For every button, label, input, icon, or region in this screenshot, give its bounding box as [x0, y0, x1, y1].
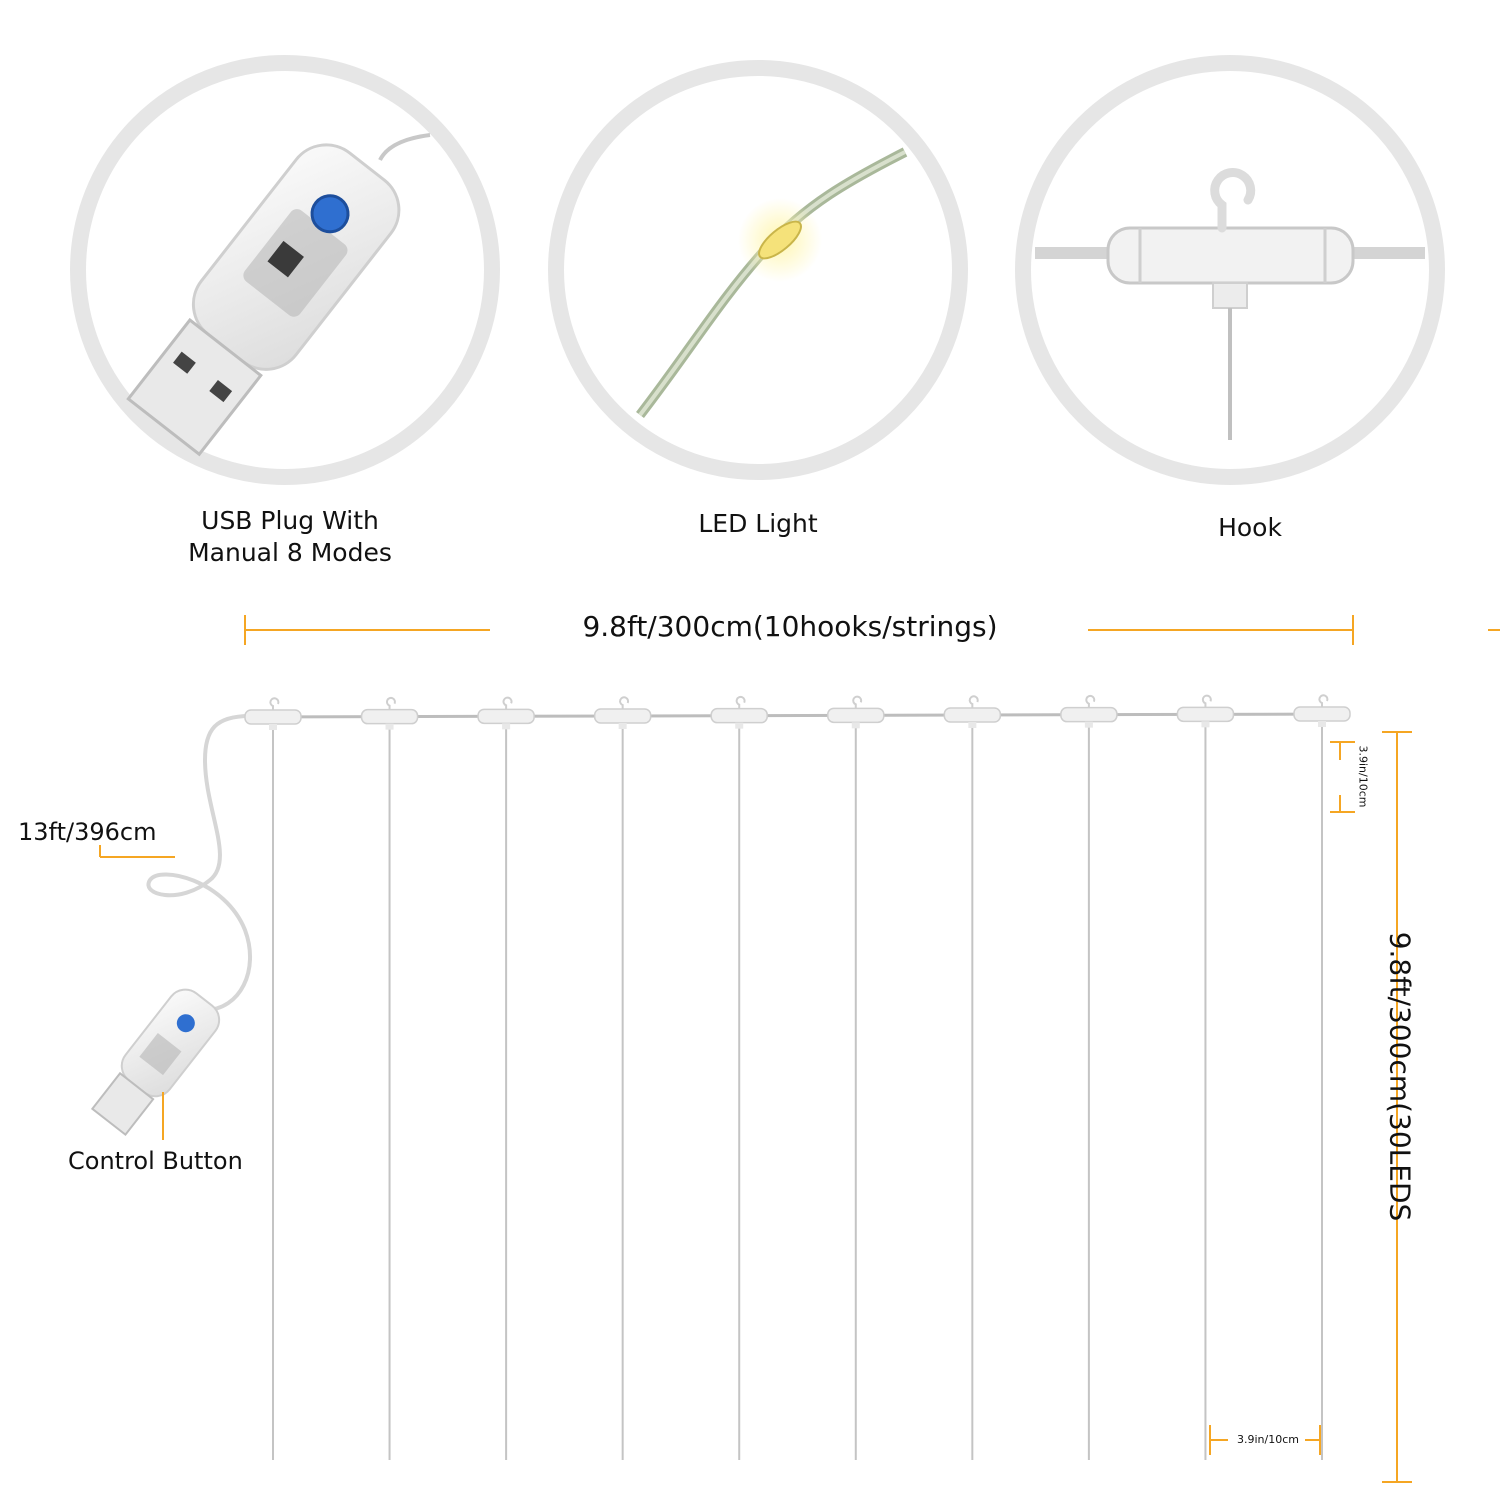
width-dimension — [244, 615, 1500, 645]
usb-detail-label: USB Plug With Manual 8 Modes — [185, 505, 395, 569]
led-light-icon — [636, 147, 908, 419]
hook-icon — [1176, 694, 1235, 728]
usb-label-line-1: USB Plug With — [201, 506, 379, 535]
led-detail-circle — [548, 60, 968, 480]
height-dimension — [1382, 731, 1412, 1483]
usb-label-line-2: Manual 8 Modes — [188, 538, 392, 567]
hook-detail-label: Hook — [1218, 513, 1282, 542]
hook-icon — [1293, 694, 1351, 727]
hook-icon — [1060, 694, 1118, 728]
hook-icon — [477, 696, 535, 730]
hook-icon — [360, 696, 419, 730]
light-strings — [244, 694, 1351, 1460]
usb-plug-icon — [126, 133, 431, 457]
cable-length-label: 13ft/396cm — [18, 818, 157, 846]
hook-icon — [827, 695, 885, 729]
usb-cable — [146, 714, 252, 1012]
hook-icon — [1035, 168, 1425, 440]
control-button-icon — [90, 988, 221, 1137]
cable-length-callout — [99, 845, 175, 858]
hook-icon — [593, 696, 652, 729]
led-spacing-label: 3.9in/10cm — [1356, 745, 1370, 808]
led-spacing-dimension — [1330, 741, 1355, 813]
led-detail-label: LED Light — [698, 509, 818, 538]
height-dimension-label: 9.8ft/300cm(30LEDS — [1383, 931, 1417, 1222]
string-spacing-dimension — [1209, 1425, 1321, 1455]
control-button-label: Control Button — [68, 1147, 243, 1175]
top-wire — [244, 712, 1351, 719]
string-spacing-label: 3.9in/10cm — [1237, 1433, 1299, 1446]
hook-icon — [710, 695, 768, 729]
hook-icon — [943, 695, 1002, 728]
width-dimension-label: 9.8ft/300cm(10hooks/strings) — [582, 610, 998, 643]
hook-detail-circle — [1015, 55, 1445, 485]
hook-icon — [244, 697, 302, 730]
usb-detail-circle — [70, 55, 500, 485]
